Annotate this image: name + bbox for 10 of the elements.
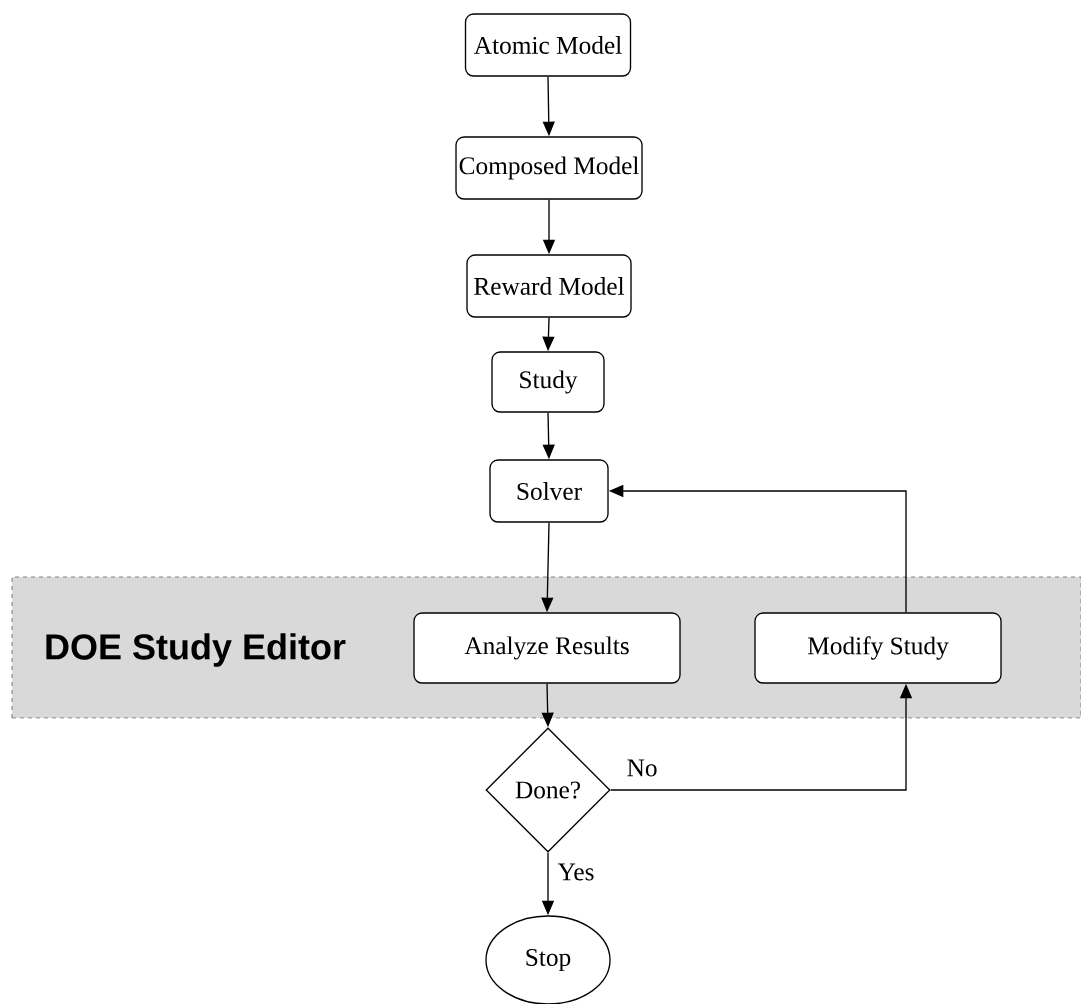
process-box: Study (491, 351, 605, 413)
process-box: Reward Model (466, 254, 632, 318)
process-box: Composed Model (455, 136, 643, 200)
process-box: Atomic Model (464, 13, 632, 77)
process-box: Solver (489, 459, 609, 523)
process-box: Modify Study (754, 612, 1002, 684)
edge-label: No (625, 758, 659, 778)
process-box: Analyze Results (413, 612, 681, 684)
band-title: DOE Study Editor (46, 633, 346, 667)
edge-label: Yes (556, 862, 596, 882)
